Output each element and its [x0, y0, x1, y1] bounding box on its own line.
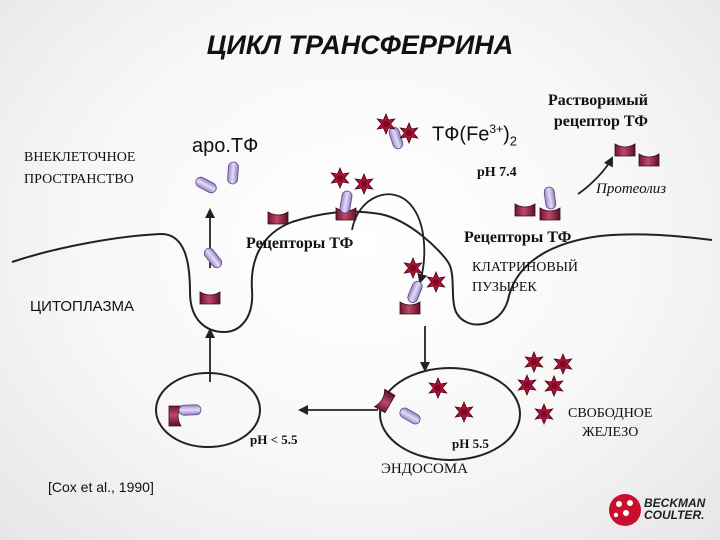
- arrow-proteolysis: [577, 156, 613, 195]
- label-cytoplasm: ЦИТОПЛАЗМА: [30, 298, 135, 315]
- label-receptors-right: Рецепторы ТФ: [464, 229, 572, 246]
- label-proteolysis: Протеолиз: [596, 181, 667, 197]
- label-tf-fe: TФ(Fe3+)2: [432, 122, 518, 149]
- label-endosome: ЭНДОСОМА: [381, 461, 468, 477]
- slide-title: ЦИКЛ ТРАНСФЕРРИНА: [206, 30, 514, 60]
- beckman-coulter-logo-mark: [609, 494, 641, 526]
- endosome-left: [155, 372, 261, 448]
- arrow-binding: [351, 193, 428, 284]
- beckman-coulter-logo-text: BECKMAN COULTER.: [644, 496, 706, 522]
- label-soluble-receptor: Растворимый рецептор ТФ: [548, 92, 648, 130]
- label-receptors-left: Рецепторы ТФ: [246, 235, 354, 252]
- label-free-iron: СВОБОДНОЕ ЖЕЛЕЗО: [568, 406, 653, 440]
- citation: [Cox et al., 1990]: [48, 479, 154, 495]
- endosome-right: [379, 367, 521, 461]
- label-apo-tf: apo.TФ: [192, 135, 259, 157]
- label-ph-55-right: pH 5.5: [452, 436, 489, 451]
- label-ph-55-left: pH < 5.5: [250, 432, 298, 447]
- label-clathrin-vesicle: КЛАТРИНОВЫЙ ПУЗЫРЕК: [472, 260, 579, 295]
- label-extracellular: ВНЕКЛЕТОЧНОЕ ПРОСТРАНСТВО: [24, 150, 136, 187]
- label-ph-74: pH 7.4: [477, 165, 517, 180]
